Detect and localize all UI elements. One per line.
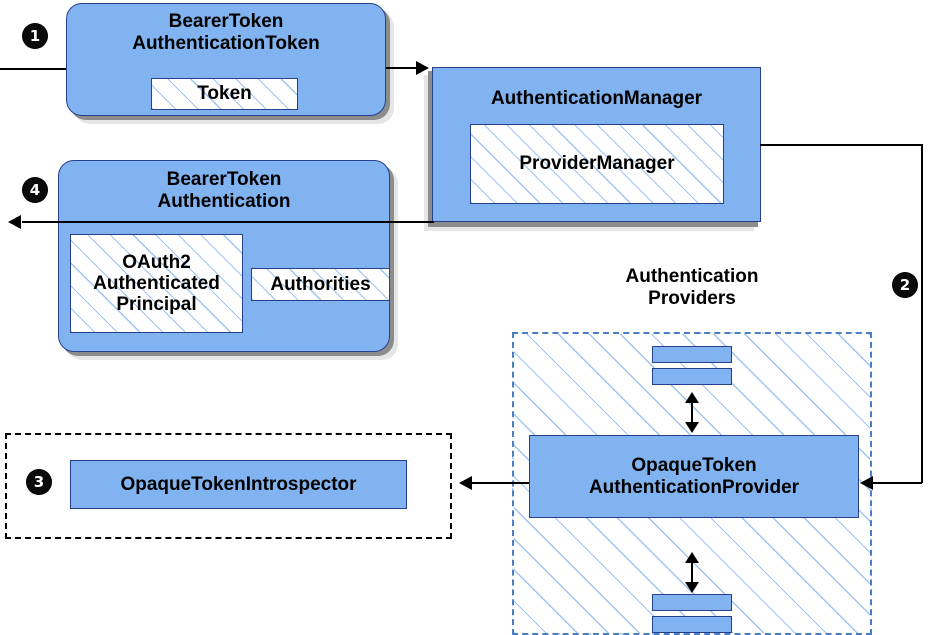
authentication-manager-title: AuthenticationManager — [490, 88, 703, 109]
token-inner-label: Token — [197, 83, 252, 104]
step2-arrowhead — [860, 476, 873, 490]
bearer-token-authentication-token-title-line1: BearerToken — [168, 11, 284, 32]
authorities-box[interactable]: Authorities — [251, 268, 390, 301]
oauth2-authenticated-principal-box[interactable]: OAuth2 Authenticated Principal — [70, 234, 243, 333]
step-3-badge: 3 — [27, 470, 51, 494]
opaque-token-introspector-title: OpaqueTokenIntrospector — [120, 473, 357, 495]
authorities-label: Authorities — [270, 273, 371, 295]
opaque-token-introspector-box[interactable]: OpaqueTokenIntrospector — [70, 460, 407, 509]
provider-stub-top-bar-1 — [652, 346, 732, 363]
step3-line — [472, 482, 529, 484]
authentication-providers-group-label: Authentication Providers — [562, 266, 822, 310]
step2-line-vertical — [921, 144, 923, 483]
step2-line-top — [760, 144, 923, 146]
provider-stub-bottom-bar-2 — [652, 616, 732, 633]
provider-link-top-line — [691, 398, 693, 424]
step1-connector-line — [0, 68, 66, 70]
provider-link-bottom-arrow-down — [685, 582, 699, 593]
step4-arrowhead — [8, 215, 21, 229]
step-1-badge: 1 — [23, 24, 47, 48]
step2-line-bottom — [872, 482, 922, 484]
step3-arrowhead — [459, 476, 472, 490]
provider-manager-label: ProviderManager — [519, 153, 675, 174]
provider-stub-bottom-bar-1 — [652, 594, 732, 611]
bearer-token-authentication-token-title-line2: AuthenticationToken — [132, 32, 320, 54]
token-inner-box[interactable]: Token — [151, 78, 298, 110]
token-to-manager-line — [386, 67, 418, 69]
opaque-token-authentication-provider-box[interactable]: OpaqueToken AuthenticationProvider — [529, 435, 859, 518]
provider-link-bottom-arrow-up — [685, 552, 699, 563]
authentication-providers-label-line1: Authentication — [625, 266, 759, 287]
authentication-providers-label-line2: Providers — [648, 287, 736, 309]
provider-manager-inner-box[interactable]: ProviderManager — [470, 124, 724, 204]
provider-link-top-arrow-down — [685, 422, 699, 433]
step-4-badge: 4 — [23, 178, 47, 202]
step-2-badge: 2 — [893, 273, 917, 297]
oauth2-principal-line2: Authenticated — [93, 272, 220, 294]
bearer-token-authentication-title-line1: BearerToken — [166, 169, 282, 190]
opaque-token-authentication-provider-title-line1: OpaqueToken — [631, 454, 757, 476]
provider-stub-top-bar-2 — [652, 368, 732, 385]
token-to-manager-arrowhead — [416, 61, 429, 75]
oauth2-principal-line1: OAuth2 — [122, 251, 191, 273]
oauth2-principal-line3: Principal — [116, 294, 197, 316]
provider-link-bottom-line — [691, 558, 693, 584]
step4-line — [22, 221, 434, 223]
provider-link-top-arrow-up — [685, 392, 699, 403]
bearer-token-authentication-title-line2: Authentication — [157, 190, 291, 212]
opaque-token-authentication-provider-title-line2: AuthenticationProvider — [588, 476, 800, 498]
